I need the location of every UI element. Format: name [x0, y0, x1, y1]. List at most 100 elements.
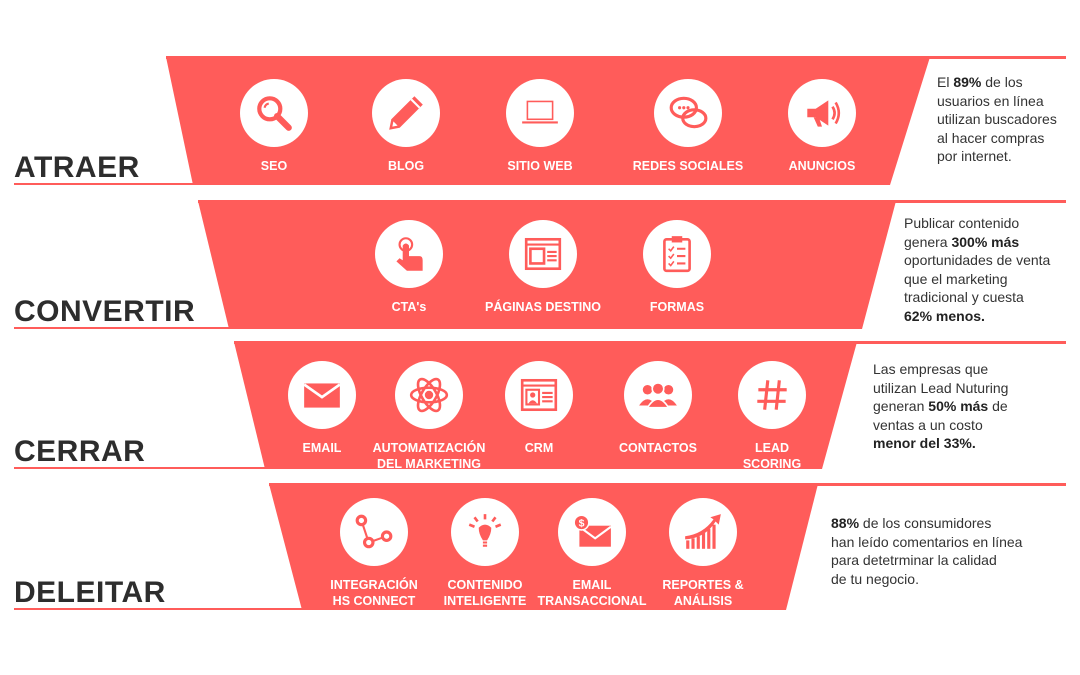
stat-line: El 89% de los [937, 73, 1057, 92]
stat-line: 62% menos. [904, 307, 1050, 326]
stat-text: ventas a un costo [873, 416, 983, 433]
item-label: SEO [260, 159, 288, 173]
stat-line: 88% de los consumidores [831, 514, 1022, 533]
stat-line: Publicar contenido [904, 214, 1050, 233]
svg-text:$: $ [579, 518, 585, 530]
stage-title-cerrar: CERRAR [14, 435, 146, 468]
item-label: AUTOMATIZACIÓN DEL MARKETING [372, 441, 486, 471]
item-label: EMAIL TRANSACCIONAL [537, 578, 647, 608]
funnel-item-hashtag: LEAD SCORING [712, 361, 832, 472]
stage-title-convertir: CONVERTIR [14, 295, 196, 328]
stat-text: usuarios en línea [937, 92, 1044, 109]
stat-line: oportunidades de venta [904, 251, 1050, 270]
stat-text: utilizan Lead Nuturing [873, 379, 1009, 396]
search-icon [240, 79, 308, 147]
funnel-item-lightbulb: CONTENIDO INTELIGENTE [425, 498, 545, 609]
stat-text: de los consumidores [859, 515, 992, 531]
stat-text: oportunidades de venta [904, 252, 1051, 268]
funnel-item-money-envelope: $ EMAIL TRANSACCIONAL [532, 498, 652, 609]
stage-title-atraer: ATRAER [14, 151, 140, 184]
stat-text: de tu negocio. [831, 570, 919, 587]
item-label: REDES SOCIALES [632, 159, 744, 173]
funnel-item-atom: AUTOMATIZACIÓN DEL MARKETING [369, 361, 489, 472]
top-line-deleitar [269, 483, 1066, 486]
item-label: CRM [524, 441, 554, 455]
item-label: INTEGRACIÓN HS CONNECT [330, 578, 418, 608]
stat-text: tradicional y cuesta [904, 289, 1024, 305]
item-label: CONTACTOS [618, 441, 697, 455]
stat-highlight: 89% [953, 74, 982, 90]
stat-text: utilizan buscadores [937, 111, 1057, 127]
top-line-atraer [166, 56, 1066, 59]
people-group-icon [624, 361, 692, 429]
item-label: FORMAS [649, 300, 705, 314]
stat-text: han leído comentarios en línea [831, 533, 1023, 550]
pointing-hand-icon [375, 220, 443, 288]
stat-line: utilizan buscadores [937, 110, 1057, 129]
stat-line: tradicional y cuesta [904, 288, 1050, 307]
stat-text: para detetrminar la calidad [831, 552, 997, 568]
clipboard-form-icon [643, 220, 711, 288]
funnel-item-growth-chart: REPORTES & ANÁLISIS [643, 498, 763, 609]
item-label: SITIO WEB [507, 159, 573, 173]
item-label: CTA's [391, 300, 427, 314]
funnel-item-contact-card: CRM [479, 361, 599, 456]
atom-icon [395, 361, 463, 429]
underline-deleitar [14, 608, 303, 610]
stat-text: generan [873, 398, 929, 414]
stat-highlight: 62% menos. [904, 307, 985, 324]
stat-text: de [988, 398, 1008, 414]
funnel-item-envelope: EMAIL [262, 361, 382, 456]
funnel-item-landing-page: PÁGINAS DESTINO [483, 220, 603, 315]
funnel-item-people-group: CONTACTOS [598, 361, 718, 456]
item-label: PÁGINAS DESTINO [485, 300, 601, 314]
funnel-item-chat-bubbles: REDES SOCIALES [628, 79, 748, 174]
item-label: BLOG [387, 159, 425, 173]
stat-line: genera 300% más [904, 233, 1050, 252]
stat-line: que el marketing [904, 270, 1050, 289]
megaphone-icon [788, 79, 856, 147]
stat-text: al hacer compras [937, 129, 1045, 146]
stat-text: de los [981, 74, 1023, 90]
stat-line: menor del 33%. [873, 434, 1008, 453]
stat-highlight: 300% más [951, 233, 1020, 250]
stat-text: genera [904, 233, 952, 250]
hashtag-icon [738, 361, 806, 429]
landing-page-icon [509, 220, 577, 288]
money-envelope-icon: $ [558, 498, 626, 566]
stat-line: al hacer compras [937, 129, 1057, 148]
item-label: EMAIL [302, 441, 342, 455]
connected-nodes-icon [340, 498, 408, 566]
top-line-cerrar [234, 341, 1066, 344]
laptop-icon [506, 79, 574, 147]
contact-card-icon [505, 361, 573, 429]
funnel-item-megaphone: ANUNCIOS [762, 79, 882, 174]
stat-line: por internet. [937, 147, 1057, 166]
stat-text: Publicar contenido [904, 215, 1020, 231]
stat-text: El [937, 74, 954, 90]
item-label: ANUNCIOS [788, 159, 856, 173]
item-label: REPORTES & ANÁLISIS [662, 578, 744, 608]
stat-line: Las empresas que [873, 360, 1008, 379]
stat-line: generan 50% más de [873, 397, 1008, 416]
stat-text: Las empresas que [873, 361, 989, 377]
stat-highlight: menor del 33%. [873, 435, 976, 451]
funnel-item-connected-nodes: INTEGRACIÓN HS CONNECT [314, 498, 434, 609]
stat-line: de tu negocio. [831, 570, 1022, 589]
funnel-item-search: SEO [214, 79, 334, 174]
stat-line: usuarios en línea [937, 92, 1057, 111]
chat-bubbles-icon [654, 79, 722, 147]
stage-title-deleitar: DELEITAR [14, 576, 166, 609]
lightbulb-icon [451, 498, 519, 566]
top-line-convertir [198, 200, 1066, 203]
funnel-item-pencil: BLOG [346, 79, 466, 174]
stat-text: que el marketing [904, 270, 1008, 287]
stat-line: para detetrminar la calidad [831, 551, 1022, 570]
stat-highlight: 50% más [928, 398, 989, 414]
stat-text: por internet. [937, 148, 1012, 164]
